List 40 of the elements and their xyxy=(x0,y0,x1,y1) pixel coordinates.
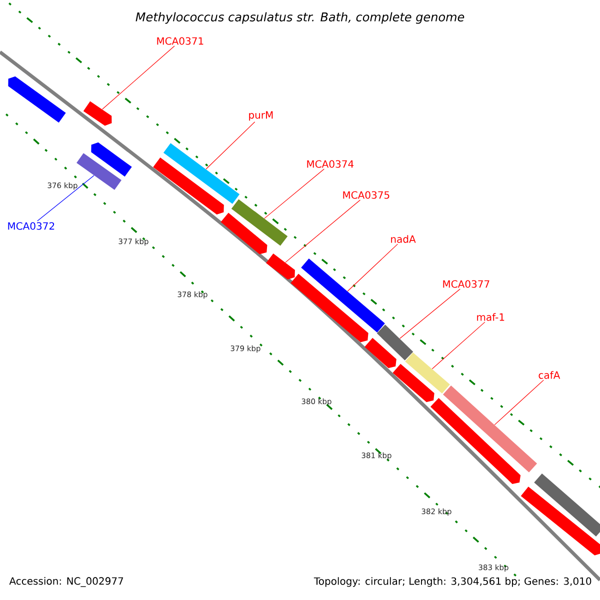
gene-block xyxy=(163,143,240,204)
gene-block xyxy=(91,142,132,177)
gene-block xyxy=(220,212,268,254)
gene-block xyxy=(364,338,396,368)
footer-text: Accession: NC_002977 xyxy=(9,577,124,587)
leader-line xyxy=(432,322,486,370)
gene-block xyxy=(405,352,450,394)
gene-block xyxy=(430,398,521,484)
leader-line xyxy=(400,288,460,339)
leader-line xyxy=(37,175,94,222)
gene-block xyxy=(290,274,368,342)
gene-block xyxy=(376,324,414,360)
gene-block xyxy=(76,153,122,190)
gene-block xyxy=(8,76,66,123)
gene-block xyxy=(83,101,112,126)
gene-block xyxy=(153,157,224,215)
leader-line xyxy=(494,380,544,426)
leader-line xyxy=(264,168,324,219)
gene-block xyxy=(301,258,385,333)
gene-block xyxy=(442,386,538,472)
gene-label: MCA0371 xyxy=(157,37,204,45)
footer-text: Topology: circular; Length: 3,304,561 bp; Genes: 3,010 xyxy=(314,577,592,587)
leader-line xyxy=(206,122,256,170)
leader-line xyxy=(102,46,175,110)
leader-line xyxy=(347,244,398,292)
gene-block xyxy=(520,486,600,556)
gene-label: MCA0372 xyxy=(8,222,54,230)
gene-label: MCA0375 xyxy=(343,191,390,199)
gene-label: cafA xyxy=(538,371,560,379)
gene-label: MCA0377 xyxy=(443,280,490,288)
gene-block xyxy=(392,364,434,402)
gene-label: purM xyxy=(249,111,273,121)
leader-line xyxy=(285,200,360,263)
gene-block xyxy=(534,473,600,537)
gene-block xyxy=(266,254,295,280)
gene-block xyxy=(231,199,288,246)
gene-label: maf-1 xyxy=(477,313,504,321)
title: Methylococcus capsulatus str. Bath, complete genome xyxy=(136,12,464,24)
gene-label: MCA0374 xyxy=(307,160,354,168)
gene-label: nadA xyxy=(391,235,416,243)
